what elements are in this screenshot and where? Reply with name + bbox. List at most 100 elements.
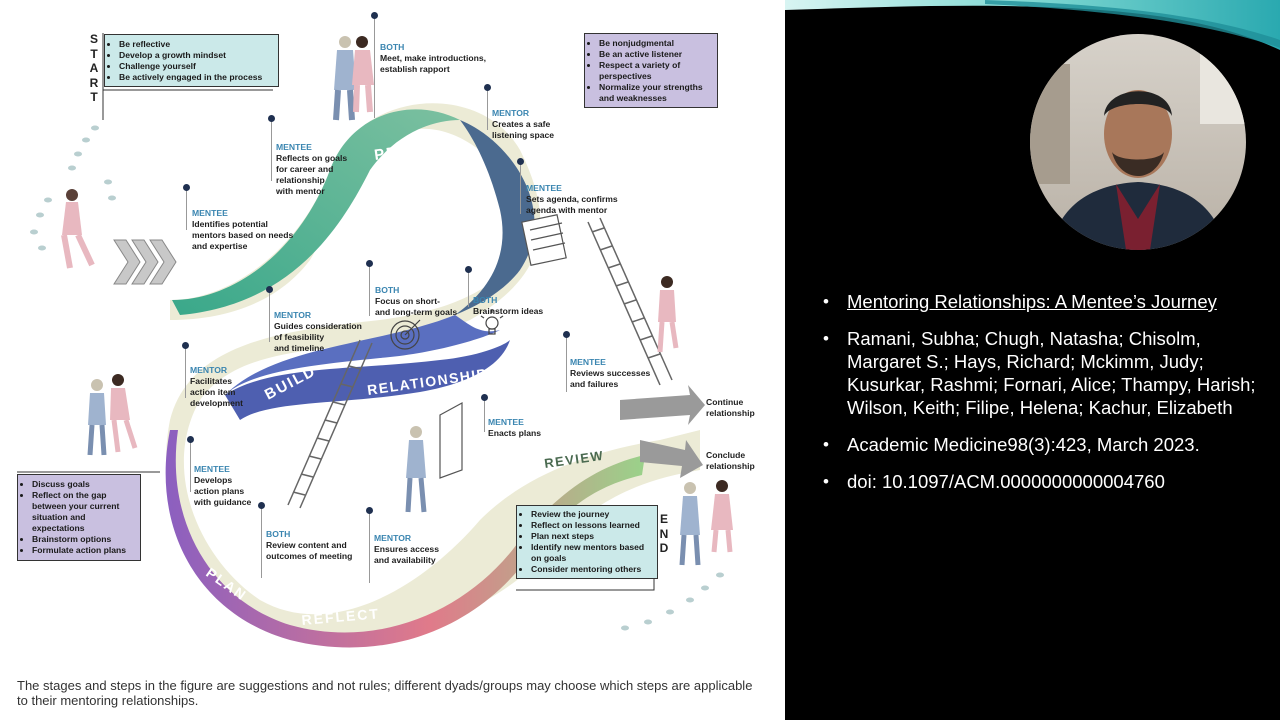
tip-item: Be reflective: [119, 39, 275, 50]
pair-walking-figure: [87, 374, 138, 456]
step-text: Review content and outcomes of meeting: [266, 540, 353, 561]
pair-handshake-figure: [679, 480, 733, 566]
start-tips-box: Be reflective Develop a growth mindset C…: [104, 34, 279, 87]
start-frame-line: [102, 33, 273, 120]
plan-tips-box: Discuss goals Reflect on the gap between…: [17, 474, 141, 561]
journey-figure: PREPARE BUILD RELATIONSHIP PLAN REFLECT …: [0, 0, 785, 720]
step-role: MENTOR: [274, 310, 312, 320]
step-role: BOTH: [266, 529, 291, 539]
step-role: MENTOR: [492, 108, 530, 118]
prepare-side-ribbon: [455, 120, 535, 315]
authors-text: Ramani, Subha; Chugh, Natasha; Chisolm, …: [847, 328, 1256, 418]
step-pin: [183, 184, 190, 230]
step-pin: [517, 158, 524, 214]
footprints-start-icon: [30, 125, 116, 251]
mentee-climbing-figure: [657, 276, 679, 353]
journal-text: Academic Medicine98(3):423, March 2023.: [847, 434, 1200, 455]
step-pin: [187, 436, 194, 492]
end-letter: E: [659, 512, 668, 526]
start-letter: S: [89, 32, 98, 46]
webcam-presenter: [1030, 34, 1246, 250]
step-pin: [481, 394, 488, 432]
step-text: Ensures access and availability: [374, 544, 439, 565]
start-label: S T A R T: [89, 32, 99, 105]
tip-item: Formulate action plans: [32, 545, 137, 556]
pair-meeting-figure: [333, 36, 374, 121]
tip-item: Discuss goals: [32, 479, 137, 490]
tip-item: Be actively engaged in the process: [119, 72, 275, 83]
step-pin: [366, 260, 373, 316]
step-pin: [366, 507, 373, 583]
door-icon: [439, 401, 463, 479]
step-role: MENTOR: [374, 533, 412, 543]
figure-caption: The stages and steps in the figure are s…: [17, 678, 753, 708]
step-pin: [371, 12, 378, 118]
end-letter: D: [659, 541, 669, 555]
reference-list: Mentoring Relationships: A Mentee’s Jour…: [822, 290, 1262, 507]
build-ribbon: [225, 315, 500, 395]
mentor-tips-box: Be nonjudgmental Be an active listener R…: [584, 33, 718, 108]
start-letter: T: [90, 46, 98, 61]
calendar-icon: [521, 214, 567, 266]
doi-item: doi: 10.1097/ACM.0000000000004760: [823, 470, 1262, 493]
step-text: Develops action plans with guidance: [194, 475, 252, 507]
references-panel: Mentoring Relationships: A Mentee’s Jour…: [785, 0, 1280, 720]
step-pin: [258, 502, 265, 578]
doi-text: doi: 10.1097/ACM.0000000000004760: [847, 471, 1165, 492]
start-letter: R: [89, 75, 99, 90]
step-text: Enacts plans: [488, 428, 542, 438]
start-letter: A: [89, 61, 99, 75]
article-title[interactable]: Mentoring Relationships: A Mentee’s Jour…: [847, 291, 1217, 312]
tip-item: Challenge yourself: [119, 61, 275, 72]
step-text: Focus on short- and long-term goals: [375, 296, 458, 317]
step-text: Reflects on goals for career and relatio…: [276, 153, 348, 196]
tip-item: Identify new mentors based on goals: [531, 542, 654, 564]
step-text: Sets agenda, confirms agenda with mentor: [526, 194, 618, 215]
end-label: E N D: [659, 512, 669, 556]
step-role: MENTOR: [190, 365, 228, 375]
step-text: Guides consideration of feasibility and …: [274, 321, 362, 353]
step-text: Creates a safe listening space: [492, 119, 555, 140]
relationship-ribbon: [225, 340, 510, 420]
step-pin: [465, 266, 472, 307]
step-role: BOTH: [380, 42, 405, 52]
step-role: MENTEE: [488, 417, 524, 427]
step-text: Meet, make introductions, establish rapp…: [380, 53, 487, 74]
tip-item: Normalize your strengths and weaknesses: [599, 82, 714, 104]
journey-path-graphic: PREPARE BUILD RELATIONSHIP PLAN REFLECT …: [17, 33, 733, 648]
footprints-end-icon: [621, 572, 724, 631]
end-tips-box: Review the journey Reflect on lessons le…: [516, 505, 658, 579]
step-role: MENTEE: [192, 208, 228, 218]
step-pin: [563, 331, 570, 392]
tip-item: Respect a variety of perspectives: [599, 60, 714, 82]
outcome-continue: Continue relationship: [706, 397, 755, 418]
target-icon: [390, 319, 421, 350]
prepare-ribbon: [172, 109, 460, 315]
article-title-link[interactable]: Mentoring Relationships: A Mentee’s Jour…: [823, 290, 1262, 313]
step-role: MENTEE: [526, 183, 562, 193]
start-letter: T: [90, 90, 98, 104]
step-role: BOTH: [375, 285, 400, 295]
step-text: Facilitates action item development: [190, 376, 244, 408]
tip-item: Reflect on the gap between your current …: [32, 490, 137, 534]
mentor-door-figure: [405, 426, 427, 513]
mentee-walking-figure: [61, 189, 95, 269]
step-text: Reviews successes and failures: [570, 368, 651, 389]
tip-item: Be nonjudgmental: [599, 38, 714, 49]
outcome-conclude: Conclude relationship: [706, 450, 755, 471]
step-role: BOTH: [473, 295, 498, 305]
tip-item: Brainstorm options: [32, 534, 137, 545]
step-pin: [484, 84, 491, 130]
